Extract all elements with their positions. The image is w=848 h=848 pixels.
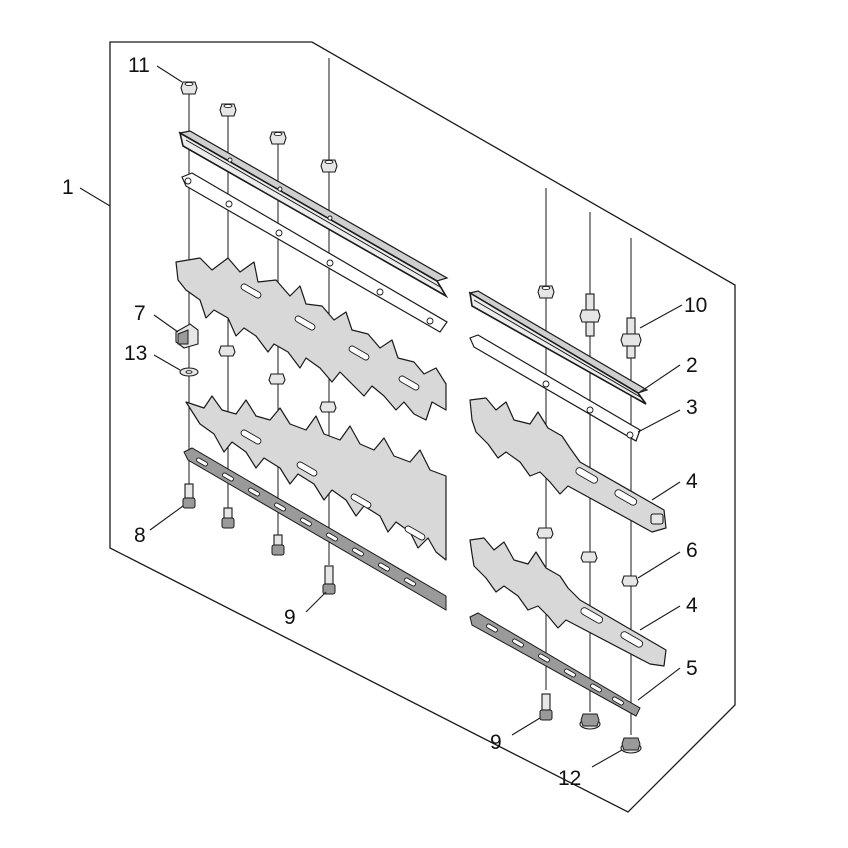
flange-nut-group [579, 713, 642, 754]
cutter-blade-upper-left [175, 257, 447, 421]
cutter-blade-lower-right [469, 537, 667, 667]
callout-2: 2 [686, 354, 698, 377]
plate-left [181, 172, 448, 333]
guide-rail-right [468, 290, 649, 405]
slotted-bar-right [469, 612, 641, 717]
assembly-frame [109, 41, 736, 813]
callout-7: 7 [134, 302, 146, 325]
callout-10: 10 [684, 294, 707, 317]
spacer-group [218, 345, 639, 587]
bracket-part [175, 323, 199, 349]
callout-9a: 9 [284, 606, 296, 629]
callout-4b: 4 [686, 594, 698, 617]
callout-6: 6 [686, 539, 698, 562]
slotted-bar-left [183, 447, 447, 611]
callout-8: 8 [134, 524, 146, 547]
cutter-blade-lower-left [185, 395, 447, 561]
nut-group-top [180, 81, 555, 299]
callout-4a: 4 [686, 470, 698, 493]
callout-labels: 1 11 7 13 8 9 10 2 3 4 6 4 5 9 12 [62, 54, 707, 790]
leader-lines [79, 65, 683, 768]
callout-5: 5 [686, 657, 698, 680]
stud-group [579, 293, 642, 359]
callout-3: 3 [686, 396, 698, 419]
bolt-group [182, 483, 553, 721]
plate-right [469, 334, 641, 442]
guide-rail-left [178, 130, 449, 299]
cutter-blade-upper-right [469, 397, 667, 533]
callout-9b: 9 [490, 731, 502, 754]
washer-part [179, 367, 199, 377]
callout-13: 13 [124, 342, 147, 365]
callout-12: 12 [558, 767, 581, 790]
callout-1: 1 [62, 176, 74, 199]
callout-11: 11 [128, 54, 150, 77]
